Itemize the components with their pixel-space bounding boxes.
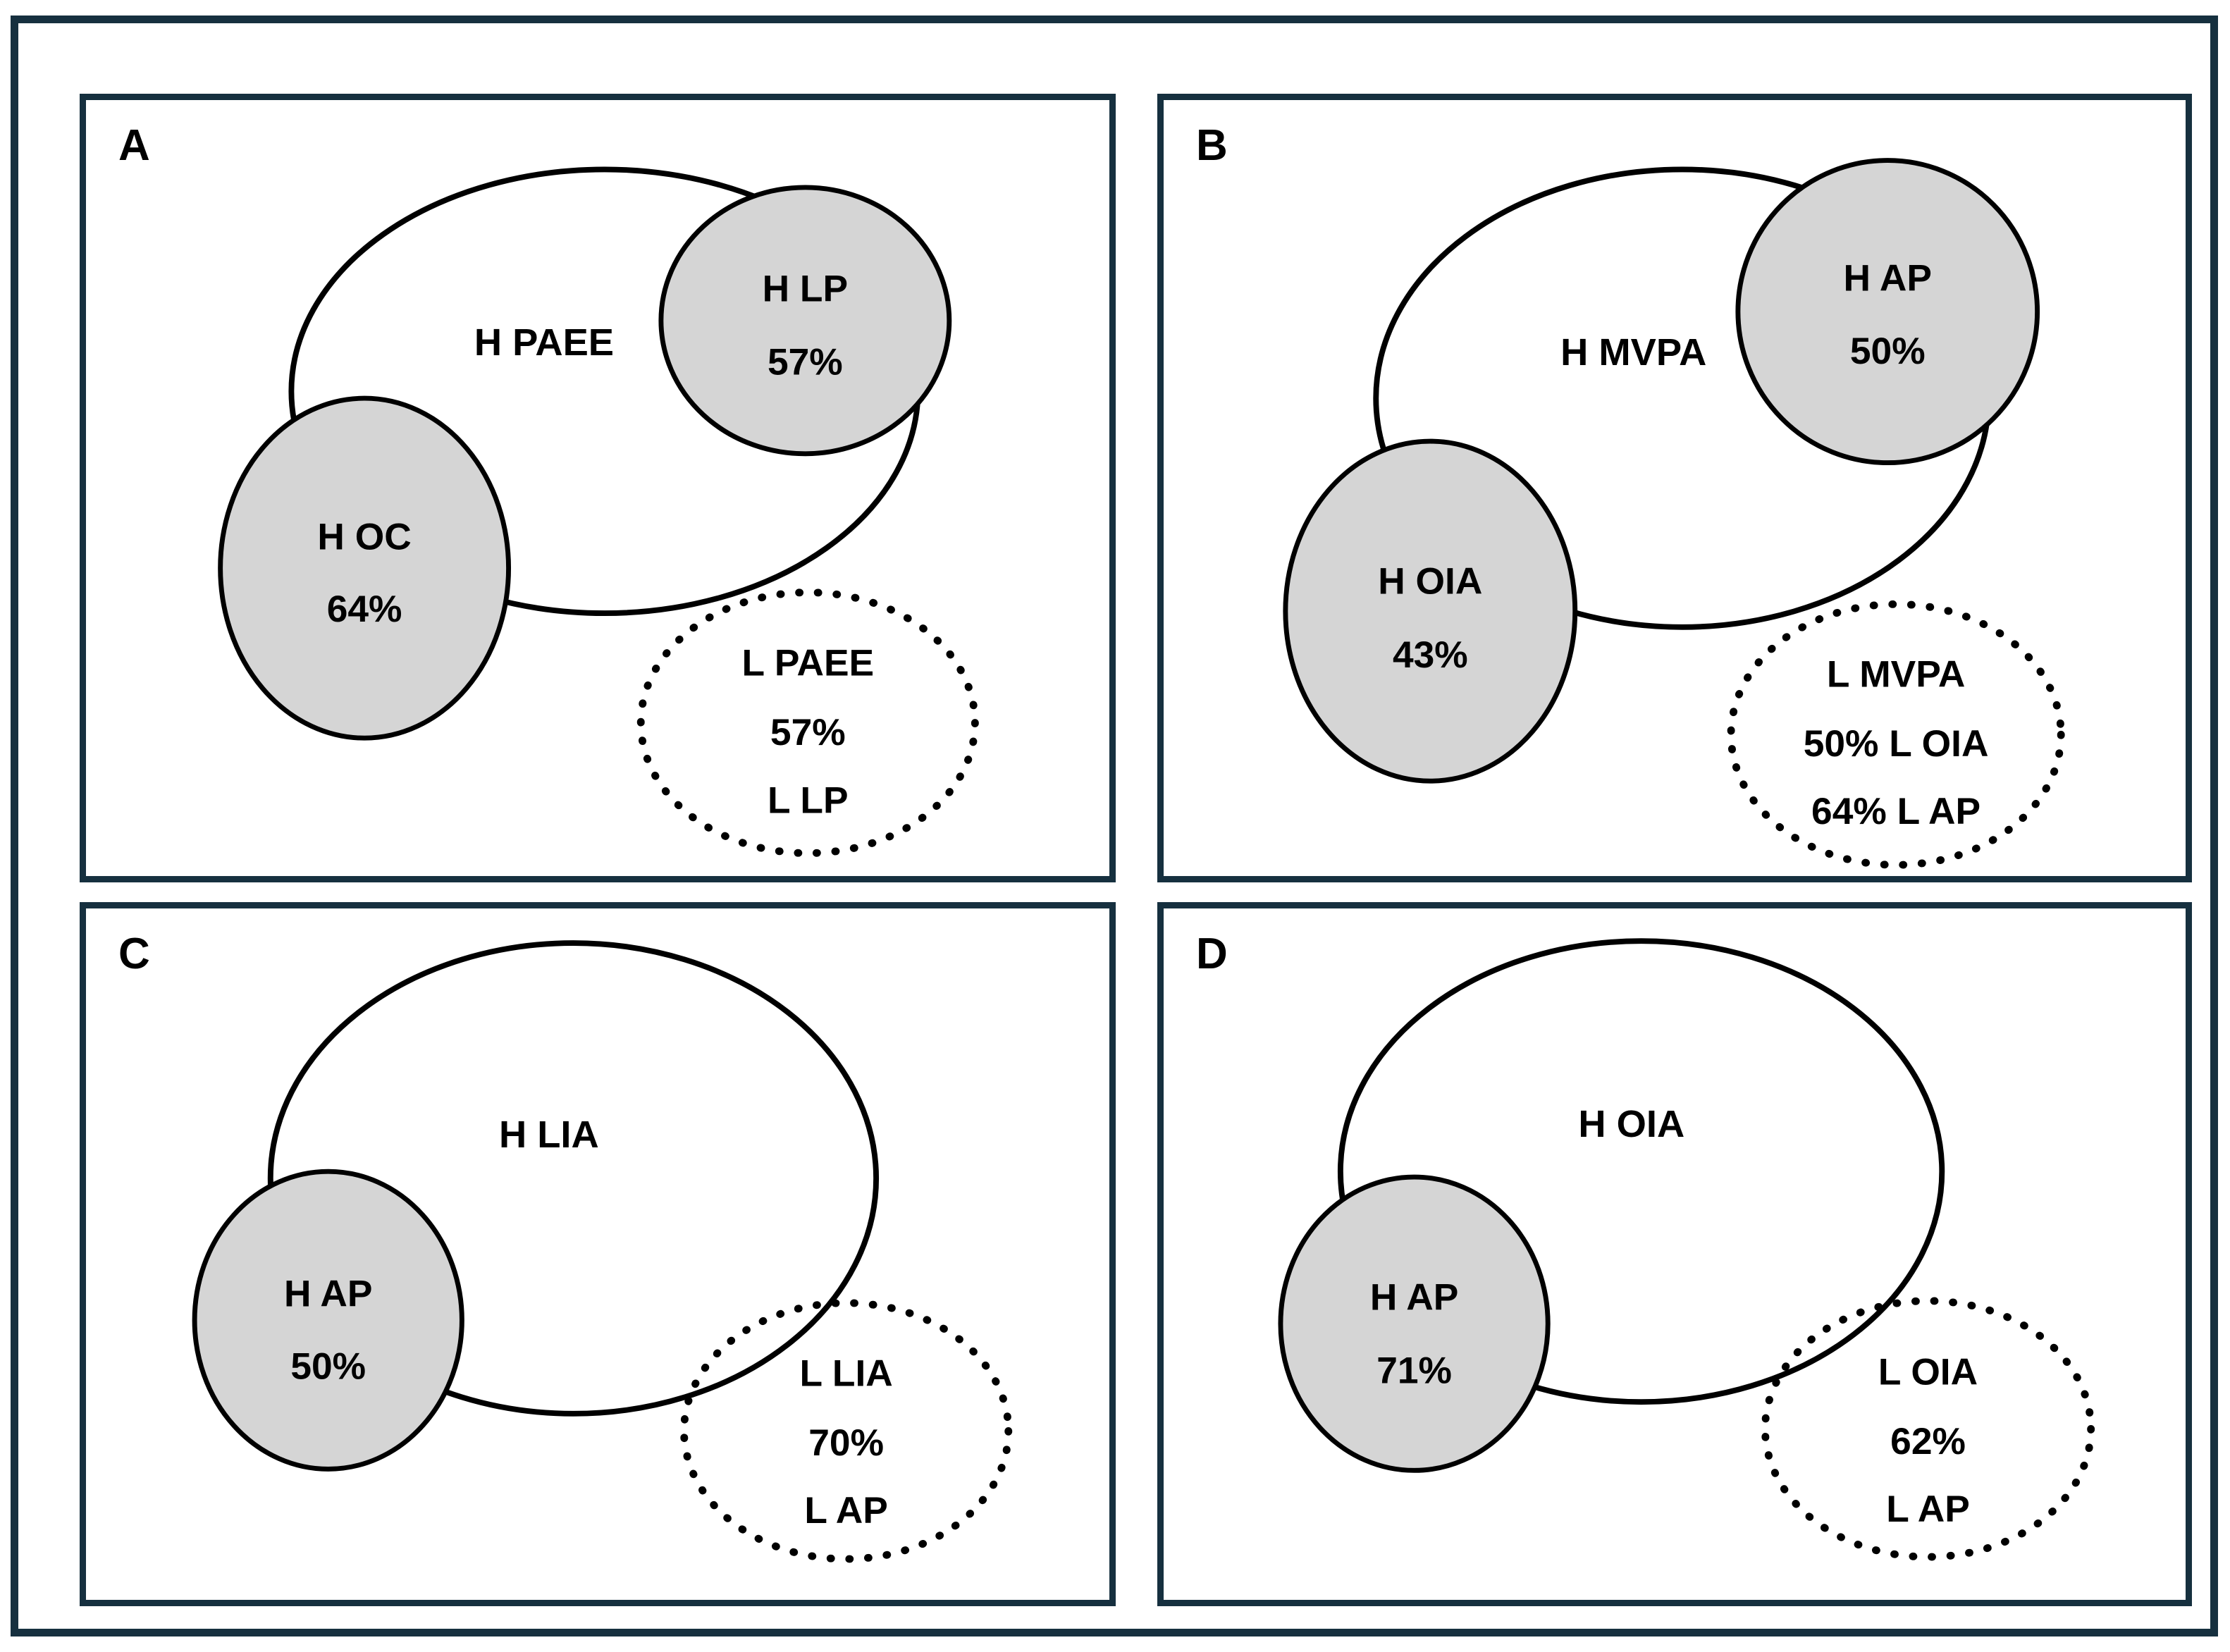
value-h-ap: 50% bbox=[1850, 331, 1926, 372]
label-l-oia-line1: L OIA bbox=[1878, 1352, 1978, 1393]
label-l-oia-line3: L AP bbox=[1886, 1488, 1970, 1530]
set-ellipse-h-lp bbox=[658, 185, 952, 457]
panel-b-diagram: H MVPA H OIA 43% H AP 50% L MVPA 50% L O… bbox=[1283, 158, 2065, 869]
set-ellipse-l-oia bbox=[1761, 1297, 2095, 1561]
set-ellipse-l-paee bbox=[636, 588, 979, 857]
label-h-ap: H AP bbox=[284, 1274, 372, 1315]
set-ellipse-h-ap bbox=[192, 1169, 464, 1472]
label-h-paee: H PAEE bbox=[474, 321, 614, 364]
panel-c-letter: C bbox=[118, 930, 150, 978]
set-ellipse-h-oc bbox=[218, 395, 512, 741]
label-l-paee-line1: L PAEE bbox=[741, 643, 874, 684]
value-h-ap: 71% bbox=[1376, 1350, 1452, 1392]
label-l-oia-line2: 62% bbox=[1890, 1421, 1966, 1462]
label-l-lia-line3: L AP bbox=[804, 1490, 888, 1531]
label-l-lia-line2: 70% bbox=[808, 1422, 884, 1464]
value-h-oc: 64% bbox=[327, 588, 402, 630]
panel-c: C H LIA H AP 50% L LIA 70% L AP bbox=[80, 902, 1116, 1606]
label-l-mvpa-line1: L MVPA bbox=[1827, 653, 1966, 695]
label-h-ap: H AP bbox=[1844, 258, 1932, 300]
label-l-mvpa-line2: 50% L OIA bbox=[1804, 723, 1989, 765]
panel-a-diagram: H PAEE H OC 64% H LP 57% L PAEE 57% L LP bbox=[218, 166, 979, 857]
panel-a: A H PAEE H OC 64% H LP 57% L PAEE 57% L … bbox=[80, 94, 1116, 882]
set-ellipse-h-ap bbox=[1735, 158, 2040, 466]
panel-c-diagram: H LIA H AP 50% L LIA 70% L AP bbox=[192, 940, 1013, 1563]
panel-b: B H MVPA H OIA 43% H AP 50% L MVPA 50% L… bbox=[1157, 94, 2192, 882]
panel-d: D H OIA H AP 71% L OIA 62% L AP bbox=[1157, 902, 2192, 1606]
label-l-paee-line2: 57% bbox=[770, 712, 846, 753]
panel-b-letter: B bbox=[1196, 121, 1228, 170]
set-ellipse-l-mvpa bbox=[1727, 600, 2065, 869]
label-h-oc: H OC bbox=[317, 517, 411, 558]
label-h-mvpa: H MVPA bbox=[1560, 331, 1706, 374]
value-h-oia: 43% bbox=[1393, 634, 1468, 676]
label-l-mvpa-line3: 64% L AP bbox=[1811, 791, 1980, 832]
label-h-lp: H LP bbox=[763, 268, 848, 309]
label-l-lia-line1: L LIA bbox=[799, 1353, 892, 1395]
panel-a-letter: A bbox=[118, 121, 150, 170]
label-l-paee-line3: L LP bbox=[768, 780, 849, 822]
panel-d-letter: D bbox=[1196, 930, 1228, 978]
label-h-oia: H OIA bbox=[1378, 561, 1482, 603]
set-ellipse-h-oia bbox=[1283, 438, 1578, 784]
set-ellipse-h-ap bbox=[1278, 1174, 1551, 1473]
set-ellipse-h-lia bbox=[267, 940, 880, 1417]
set-ellipse-h-oia bbox=[1337, 938, 1945, 1405]
set-ellipse-l-lia bbox=[680, 1299, 1013, 1563]
panel-d-diagram: H OIA H AP 71% L OIA 62% L AP bbox=[1278, 938, 2095, 1561]
label-h-oia: H OIA bbox=[1578, 1103, 1684, 1145]
outer-figure-frame: A H PAEE H OC 64% H LP 57% L PAEE 57% L … bbox=[11, 16, 2218, 1636]
label-h-ap: H AP bbox=[1370, 1277, 1458, 1319]
value-h-ap: 50% bbox=[290, 1346, 366, 1388]
label-h-lia: H LIA bbox=[499, 1114, 599, 1156]
value-h-lp: 57% bbox=[768, 342, 843, 383]
